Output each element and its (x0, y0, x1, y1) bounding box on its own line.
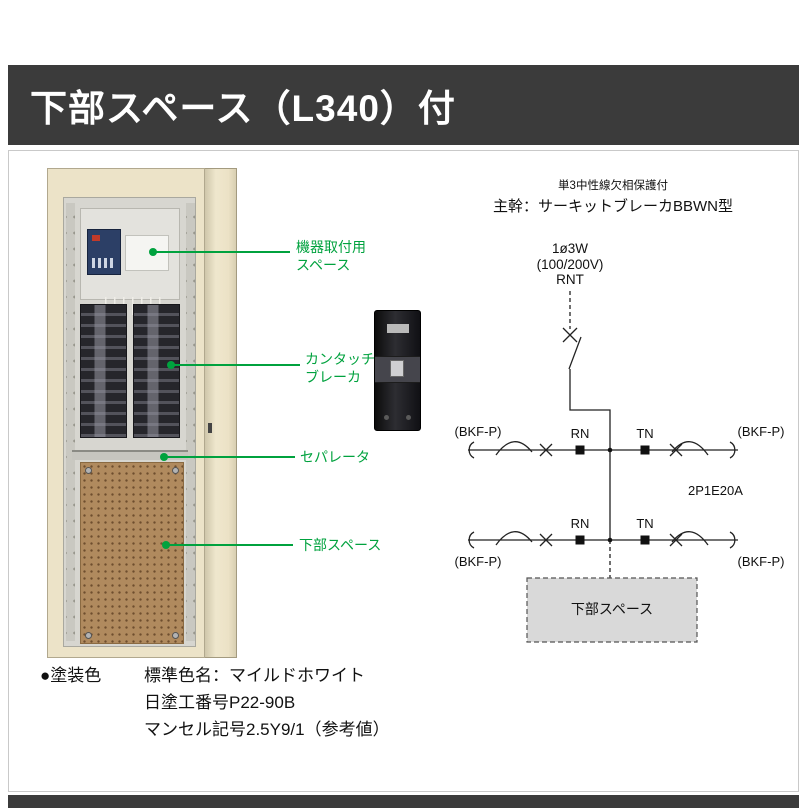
diagram-phase: 1ø3W (552, 241, 588, 256)
door-lock (208, 423, 212, 433)
mounting-rail-right (186, 203, 195, 641)
breaker-terminals (92, 258, 116, 268)
paint-line-munsell: マンセル記号2.5Y9/1（参考値） (144, 720, 390, 739)
meter-box (125, 235, 169, 271)
label-equipment-space-line2: スペース (296, 257, 351, 273)
diagram-voltage: (100/200V) (537, 257, 604, 272)
label-kantouch-breaker: カンタッチ ブレーカ (305, 350, 375, 386)
cabinet-open-door (203, 168, 237, 658)
paint-line-standard-color: 標準色名：マイルドホワイト (144, 666, 365, 685)
equipment-mounting-space (80, 208, 180, 315)
diagram-rating: 2P1E20A (688, 483, 743, 498)
mounting-rail-left (66, 203, 75, 641)
diagram-lower-space-box-label: 下部スペース (571, 601, 653, 617)
label-equipment-space-line1: 機器取付用 (296, 239, 366, 255)
lower-space-board (80, 462, 184, 644)
label-equipment-space: 機器取付用 スペース (296, 238, 366, 274)
diagram-rn-bottom: RN (571, 516, 590, 531)
separator-plate (72, 450, 188, 460)
cabinet-interior (63, 197, 196, 647)
diagram-bkf-top-right: (BKF-P) (738, 424, 785, 439)
cabinet-photo (47, 168, 237, 658)
breaker-indicator (92, 235, 100, 241)
breaker-screw (384, 415, 389, 420)
screw (85, 467, 92, 474)
screw (172, 632, 179, 639)
diagram-tn-bottom: TN (636, 516, 653, 531)
paint-line-jpma-number: 日塗工番号P22-90B (144, 693, 296, 712)
cabinet-body (47, 168, 205, 658)
breaker-column-right (133, 304, 180, 438)
diagram-note: 単3中性線欠相保護付 (558, 178, 668, 192)
diagram-bkf-bottom-left: (BKF-P) (455, 554, 502, 569)
paint-info: ●塗装色 標準色名：マイルドホワイト 日塗工番号P22-90B マンセル記号2.… (40, 662, 390, 743)
label-separator: セパレータ (300, 449, 370, 465)
diagram-bkf-bottom-right: (BKF-P) (738, 554, 785, 569)
diagram-tn-top: TN (636, 426, 653, 441)
diagram-rn-top: RN (571, 426, 590, 441)
main-breaker-unit (87, 229, 121, 275)
paint-lines: 標準色名：マイルドホワイト 日塗工番号P22-90B マンセル記号2.5Y9/1… (144, 662, 390, 743)
diagram-main-breaker: 主幹：サーキットブレーカBBWN型 (493, 197, 733, 215)
circuit-diagram: 単3中性線欠相保護付 主幹：サーキットブレーカBBWN型 1ø3W (100/2… (455, 178, 785, 643)
diagram-terminals (575, 445, 650, 545)
breaker-screw (406, 415, 411, 420)
breaker-toggle (390, 360, 404, 377)
diagram-wiring (468, 291, 738, 578)
diagram-rnt: RNT (556, 272, 584, 287)
annotation-line-equipment-space (149, 248, 290, 256)
diagram-bkf-top-left: (BKF-P) (455, 424, 502, 439)
page-title: 下部スペース（L340）付 (30, 88, 456, 129)
annotation-line-kantouch-breaker (167, 361, 300, 369)
breaker-nameplate (387, 324, 409, 333)
page-header: 下部スペース（L340）付 (8, 65, 799, 145)
screw (172, 467, 179, 474)
annotation-line-separator (160, 453, 295, 461)
annotation-line-lower-space (162, 541, 293, 549)
diagram-lower-space-box (526, 577, 698, 643)
branch-breaker-array (80, 304, 180, 438)
label-kantouch-line1: カンタッチ (305, 351, 375, 367)
screw (85, 632, 92, 639)
breaker-column-left (80, 304, 127, 438)
label-kantouch-line2: ブレーカ (305, 369, 361, 385)
breaker-product-photo (374, 310, 421, 431)
next-section-bar (8, 795, 799, 808)
paint-heading: ●塗装色 (40, 666, 102, 685)
label-lower-space: 下部スペース (299, 537, 382, 553)
